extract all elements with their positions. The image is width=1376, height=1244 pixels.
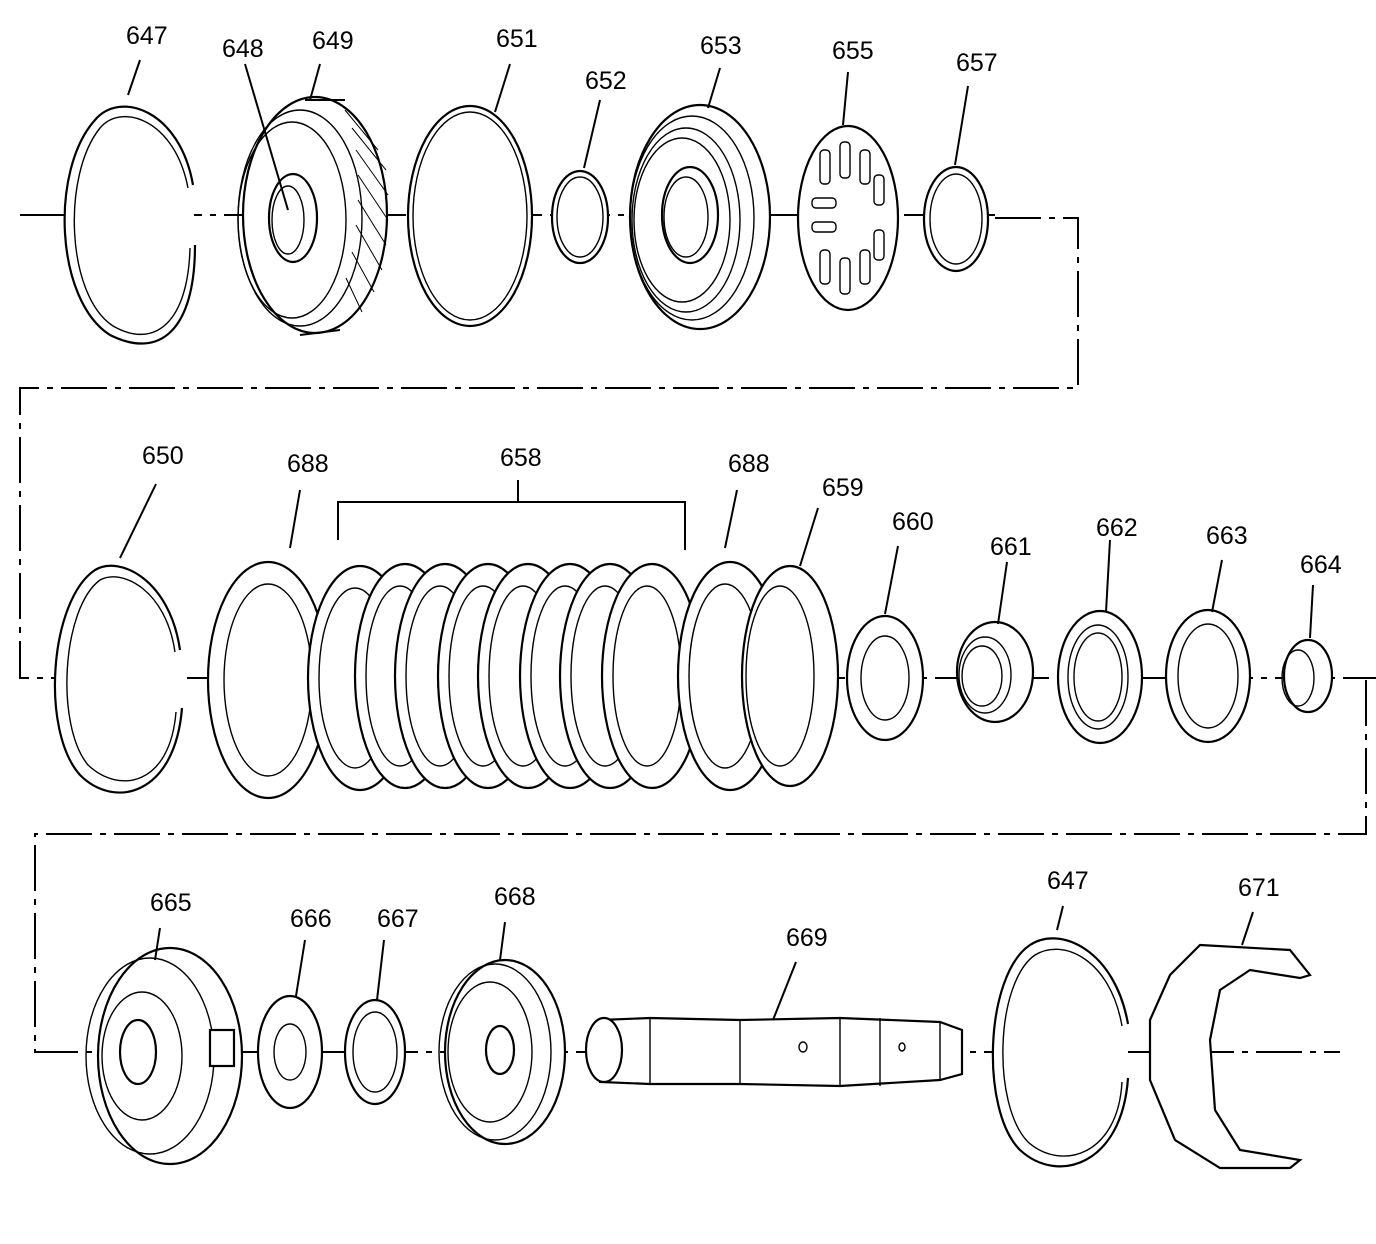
label-661: 661 [990,533,1032,561]
label-668: 668 [494,883,536,911]
label-653: 653 [700,32,742,60]
label-652: 652 [585,67,627,95]
label-663: 663 [1206,522,1248,550]
label-651: 651 [496,25,538,53]
label-667: 667 [377,905,419,933]
leader-lines [119,59,1314,1021]
label-665: 665 [150,889,192,917]
label-655: 655 [832,37,874,65]
label-662: 662 [1096,514,1138,542]
part-666-thrust-washer [256,994,324,1110]
part-665-gear-carrier [85,946,244,1166]
part-667-thrust-washer [343,998,407,1106]
label-657: 657 [956,49,998,77]
label-650: 650 [142,442,184,470]
label-666: 666 [290,905,332,933]
part-668-ring-gear [438,958,567,1146]
part-659-backing-plate [740,564,840,788]
label-669: 669 [786,924,828,952]
part-650-snap-ring [53,564,184,794]
part-662-sprag [1056,609,1144,745]
part-649-clutch-drum [237,95,389,336]
label-671: 671 [1238,874,1280,902]
label-688-left: 688 [287,450,329,478]
part-669-shaft [584,1016,964,1088]
label-649: 649 [312,27,354,55]
label-647-bottom: 647 [1047,867,1089,895]
part-653-piston [628,103,772,331]
part-663-race [1164,608,1252,744]
label-664: 664 [1300,551,1342,579]
label-659: 659 [822,474,864,502]
part-664-bushing [1281,638,1334,714]
part-651-seal [406,104,534,328]
label-688-right: 688 [728,450,770,478]
label-647-top: 647 [126,22,168,50]
part-657-snap-ring [922,165,990,273]
part-660-thrust-washer [845,614,925,742]
callout-labels: 647 648 649 651 652 653 655 657 650 688 … [126,22,1342,952]
part-652-seal [550,169,610,265]
label-660: 660 [892,508,934,536]
part-658-clutch-pack [206,560,784,800]
part-655-spring-assembly [796,124,900,312]
label-658: 658 [500,444,542,472]
label-648: 648 [222,35,264,63]
part-647-snap-ring-bottom [991,937,1130,1168]
part-647-snap-ring-top [63,105,197,345]
part-671-retainer [1148,943,1312,1170]
part-661-bearing [955,620,1035,724]
